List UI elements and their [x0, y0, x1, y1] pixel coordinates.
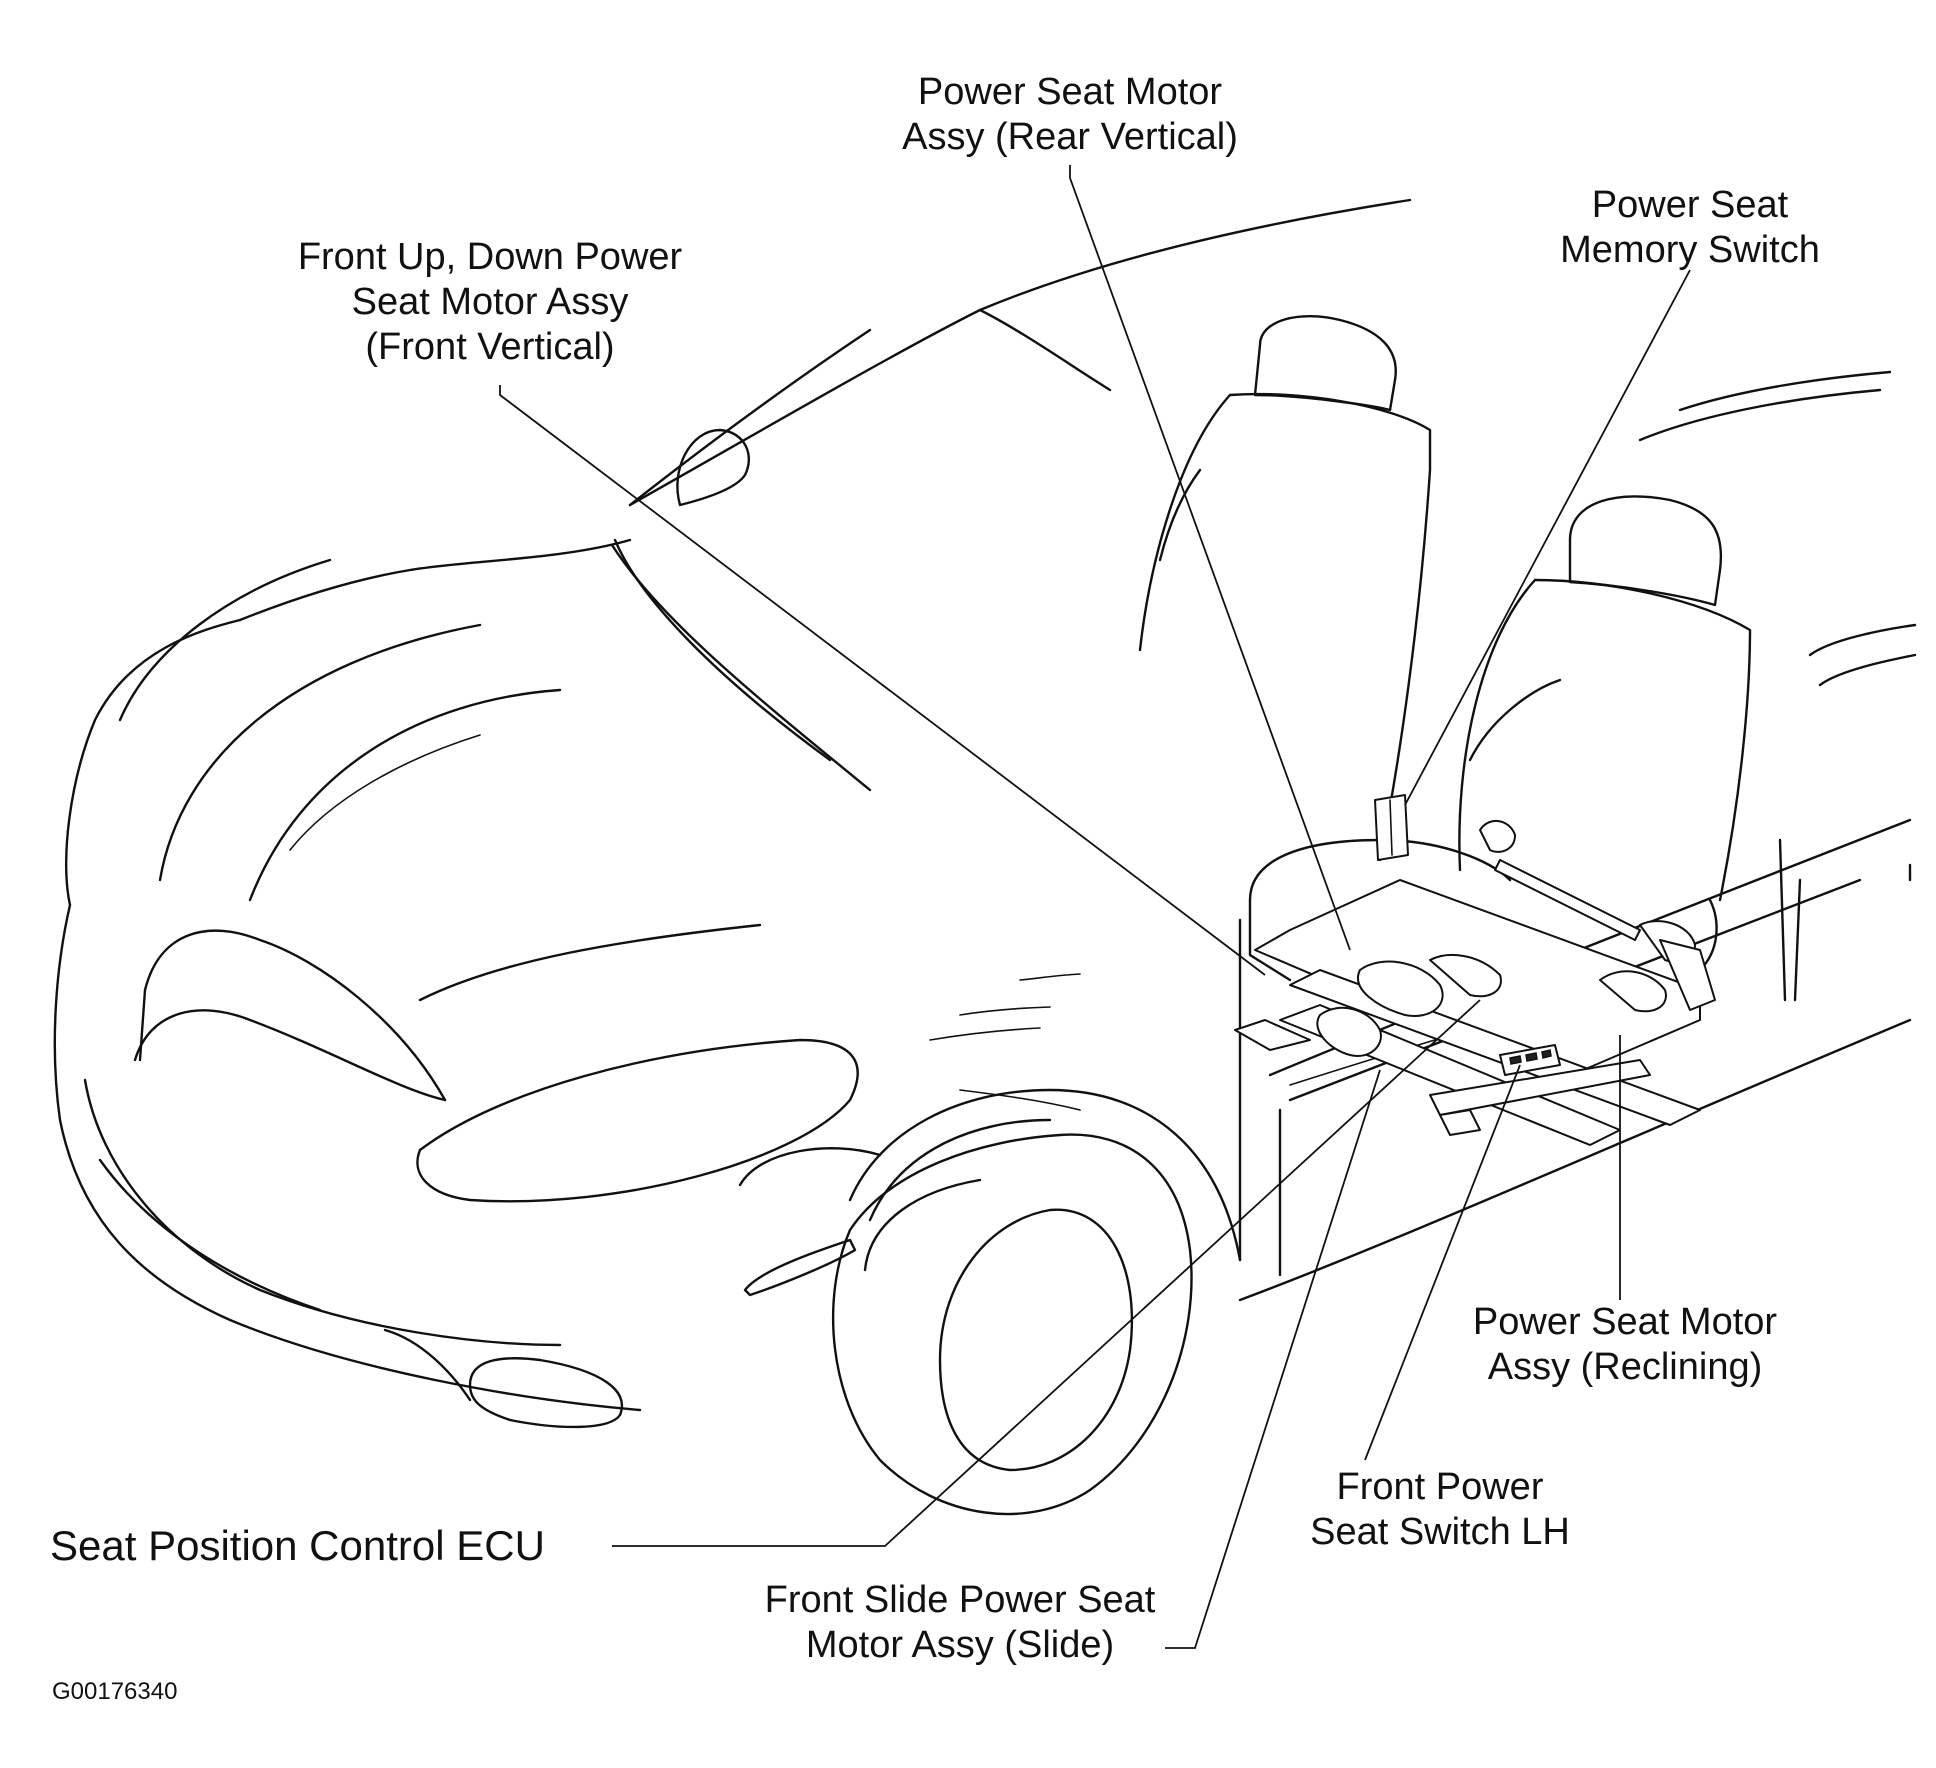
label-line: Seat Motor Assy [351, 281, 629, 323]
label-memory-switch: Power Seat Memory Switch [1510, 183, 1870, 273]
seat-right [1458, 495, 1752, 972]
label-line: Front Up, Down Power [297, 236, 683, 278]
leader-ecu [612, 999, 1481, 1547]
label-front-vertical: Front Up, Down Power Seat Motor Assy (Fr… [245, 235, 735, 370]
leader-front-vertical [499, 385, 1266, 976]
label-line: Memory Switch [1560, 229, 1820, 271]
label-rear-vertical: Power Seat Motor Assy (Rear Vertical) [860, 70, 1280, 160]
leader-rear-vertical [1069, 165, 1351, 951]
label-line: Power Seat Motor [1472, 1301, 1778, 1343]
label-line: (Front Vertical) [365, 326, 615, 368]
label-seat-switch: Front Power Seat Switch LH [1270, 1465, 1610, 1555]
seat-mechanism [1234, 794, 1716, 1146]
label-line: Power Seat Motor [917, 71, 1223, 113]
seat-left [1138, 314, 1432, 862]
label-slide: Front Slide Power Seat Motor Assy (Slide… [720, 1578, 1200, 1668]
label-line: Motor Assy (Slide) [805, 1624, 1115, 1666]
leader-slide [1165, 1069, 1381, 1649]
leader-lines [499, 165, 1691, 1649]
leader-seat-switch [1364, 1064, 1521, 1461]
leader-memory-switch [1404, 269, 1691, 806]
label-line: Seat Switch LH [1310, 1511, 1570, 1553]
figure-id: G00176340 [52, 1678, 178, 1705]
label-line: Power Seat [1591, 184, 1789, 226]
label-ecu: Seat Position Control ECU [50, 1522, 545, 1569]
label-line: Front Power [1336, 1466, 1544, 1508]
label-line: Assy (Reclining) [1487, 1346, 1763, 1388]
label-line: Front Slide Power Seat [764, 1579, 1156, 1621]
label-reclining: Power Seat Motor Assy (Reclining) [1440, 1300, 1810, 1390]
label-line: Assy (Rear Vertical) [902, 116, 1238, 158]
